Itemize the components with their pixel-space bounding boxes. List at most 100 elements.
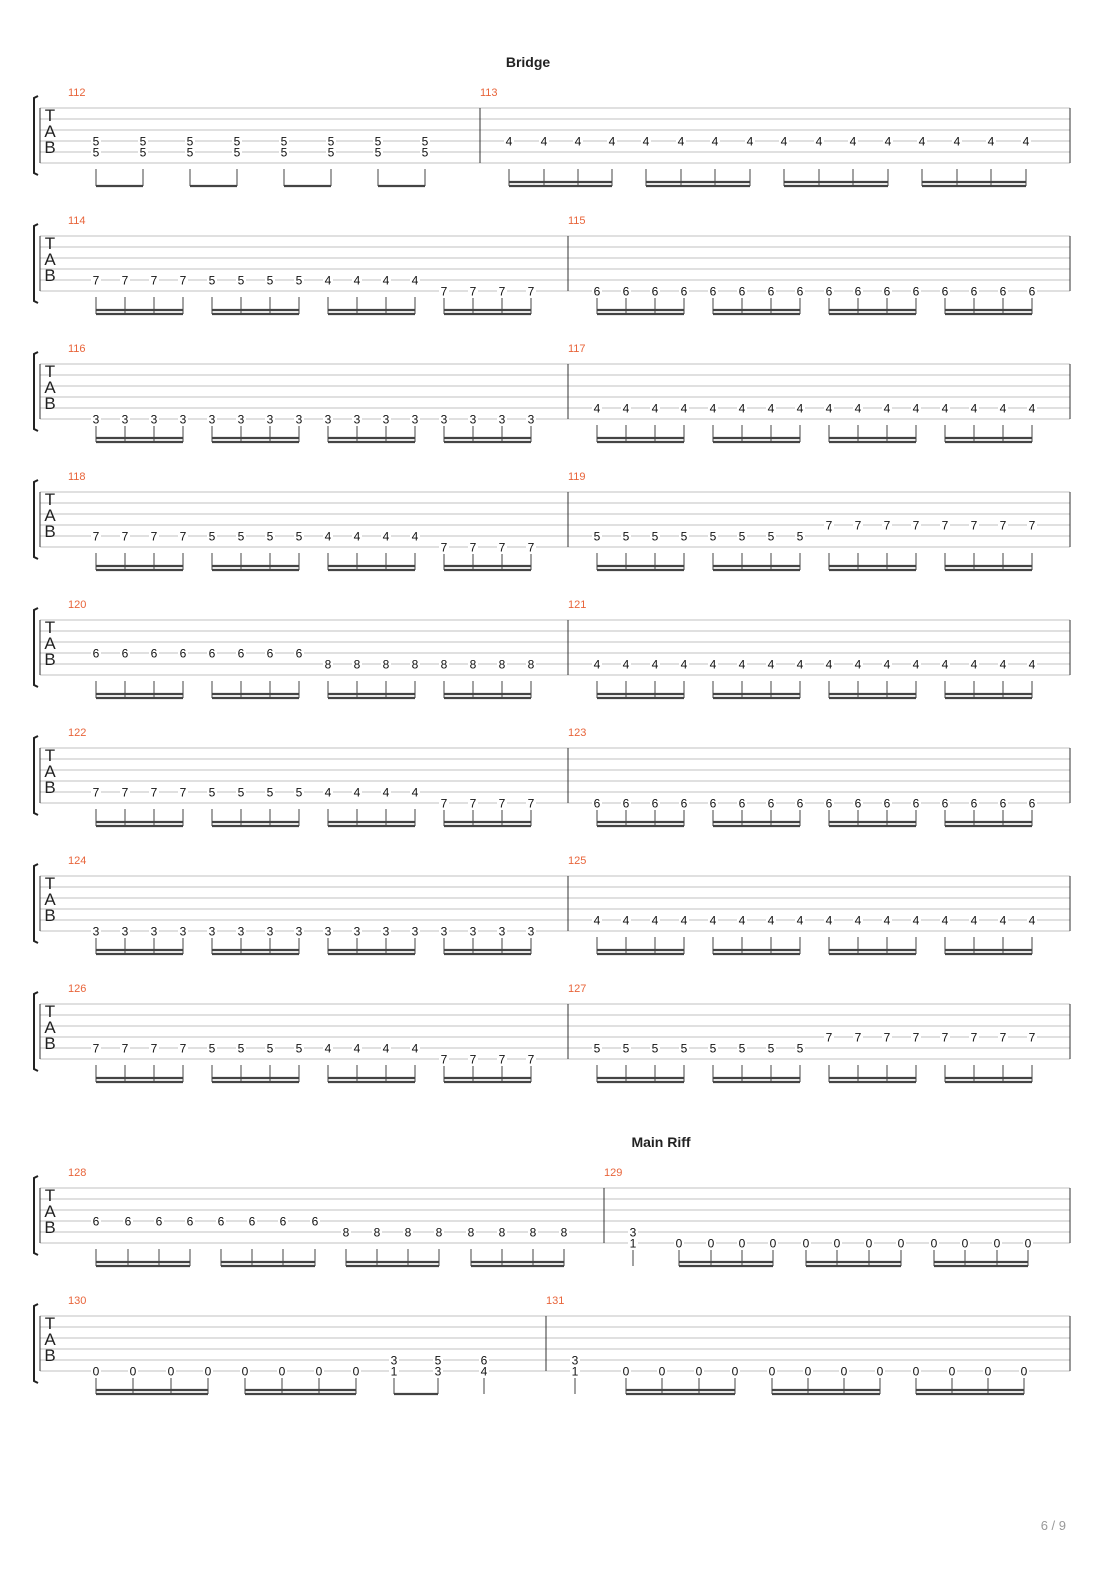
- fret-bg: [240, 1365, 250, 1377]
- fret-number: 3: [267, 413, 274, 427]
- fret-bg: [998, 285, 1008, 297]
- fret-bg: [410, 786, 420, 798]
- fret-number: 5: [296, 1042, 303, 1056]
- fret-number: 7: [826, 1031, 833, 1045]
- fret-bg: [795, 530, 805, 542]
- fret-bg: [766, 1042, 776, 1054]
- fret-bg: [641, 135, 651, 147]
- fret-number: 4: [412, 1042, 419, 1056]
- fret-bg: [526, 413, 536, 425]
- fret-bg: [969, 402, 979, 414]
- fret-bg: [940, 797, 950, 809]
- fret-bg: [352, 530, 362, 542]
- fret-number: 5: [422, 146, 429, 160]
- fret-bg: [882, 797, 892, 809]
- fret-number: 4: [652, 914, 659, 928]
- fret-bg: [737, 797, 747, 809]
- fret-bg: [911, 797, 921, 809]
- fret-number: 7: [1000, 1031, 1007, 1045]
- fret-number: 6: [280, 1215, 287, 1229]
- fret-number: 7: [180, 530, 187, 544]
- fret-number: 5: [328, 135, 335, 149]
- fret-number: 7: [913, 1031, 920, 1045]
- fret-bg: [853, 797, 863, 809]
- fret-number: 3: [391, 1354, 398, 1368]
- fret-bg: [679, 658, 689, 670]
- fret-bg: [708, 402, 718, 414]
- fret-number: 0: [1025, 1237, 1032, 1251]
- fret-bg: [120, 647, 130, 659]
- fret-bg: [91, 786, 101, 798]
- fret-number: 3: [383, 413, 390, 427]
- fret-number: 4: [481, 1365, 488, 1379]
- fret-number: 5: [296, 274, 303, 288]
- fret-bg: [389, 1354, 399, 1366]
- fret-bg: [559, 1226, 569, 1238]
- fret-bg: [883, 135, 893, 147]
- fret-bg: [207, 530, 217, 542]
- fret-number: 8: [561, 1226, 568, 1240]
- measure-number: 120: [68, 599, 86, 611]
- fret-number: 0: [130, 1365, 137, 1379]
- fret-bg: [795, 797, 805, 809]
- fret-bg: [853, 658, 863, 670]
- fret-number: 0: [659, 1365, 666, 1379]
- fret-bg: [737, 285, 747, 297]
- fret-number: 5: [234, 135, 241, 149]
- fret-number: 0: [353, 1365, 360, 1379]
- fret-bg: [621, 658, 631, 670]
- fret-number: 3: [470, 925, 477, 939]
- fret-bg: [621, 285, 631, 297]
- fret-number: 5: [267, 786, 274, 800]
- fret-bg: [1027, 797, 1037, 809]
- fret-number: 3: [325, 413, 332, 427]
- fret-number: 4: [383, 786, 390, 800]
- fret-number: 3: [93, 925, 100, 939]
- fret-number: 7: [122, 1042, 129, 1056]
- fret-bg: [439, 1053, 449, 1065]
- fret-number: 0: [769, 1365, 776, 1379]
- fret-number: 4: [739, 658, 746, 672]
- fret-number: 5: [652, 530, 659, 544]
- fret-bg: [314, 1365, 324, 1377]
- fret-bg: [679, 914, 689, 926]
- fret-bg: [853, 519, 863, 531]
- fret-bg: [650, 914, 660, 926]
- fret-bg: [352, 1042, 362, 1054]
- fret-number: 4: [383, 530, 390, 544]
- fret-number: 4: [1029, 658, 1036, 672]
- fret-number: 0: [898, 1237, 905, 1251]
- fret-number: 0: [242, 1365, 249, 1379]
- fret-number: 6: [971, 797, 978, 811]
- fret-number: 7: [528, 285, 535, 299]
- fret-bg: [265, 274, 275, 286]
- fret-number: 3: [528, 413, 535, 427]
- fret-bg: [795, 285, 805, 297]
- tab-clef-letter: A: [44, 762, 56, 781]
- fret-bg: [323, 530, 333, 542]
- fret-bg: [120, 786, 130, 798]
- fret-number: 0: [708, 1237, 715, 1251]
- fret-bg: [1027, 402, 1037, 414]
- fret-bg: [929, 1237, 939, 1249]
- fret-bg: [247, 1215, 257, 1227]
- measure-number: 130: [68, 1295, 86, 1307]
- fret-bg: [795, 914, 805, 926]
- fret-bg: [323, 1042, 333, 1054]
- tab-clef-letter: B: [44, 138, 55, 157]
- fret-number: 7: [441, 285, 448, 299]
- fret-bg: [526, 541, 536, 553]
- fret-bg: [628, 1237, 638, 1249]
- fret-bg: [952, 135, 962, 147]
- fret-number: 0: [316, 1365, 323, 1379]
- fret-number: 5: [93, 146, 100, 160]
- fret-number: 7: [971, 1031, 978, 1045]
- fret-bg: [149, 647, 159, 659]
- fret-bg: [839, 1365, 849, 1377]
